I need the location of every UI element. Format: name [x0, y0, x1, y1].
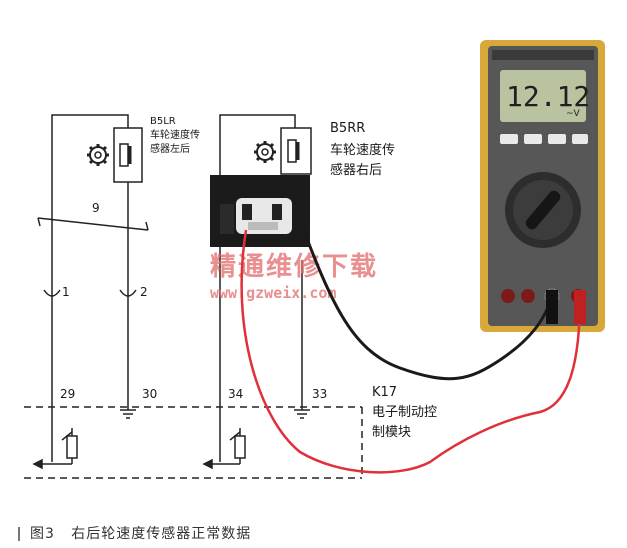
module-name-2: 制模块 [372, 425, 411, 440]
left-sensor-name-2: 感器左后 [150, 142, 190, 155]
left-pins [43, 289, 137, 462]
red-probe-plug [574, 290, 586, 324]
module-internal-right [202, 428, 246, 470]
figure-caption: 图3 右后轮速度传感器正常数据 [18, 523, 251, 543]
watermark-text: 精通维修下载 [210, 251, 378, 282]
multimeter-reading: 12.12 [506, 80, 590, 113]
right-sensor-name-2: 感器右后 [330, 162, 382, 178]
caption-figure-number: 图3 [30, 526, 55, 542]
multimeter-dial[interactable] [505, 172, 581, 248]
module-box [24, 406, 363, 479]
terminal-29: 29 [60, 387, 75, 401]
terminal-30: 30 [142, 387, 157, 401]
left-sensor-gear-icon [87, 144, 109, 166]
left-sensor-name-1: 车轮速度传 [150, 128, 200, 141]
module-code: K17 [372, 385, 397, 400]
pin-2: 2 [140, 285, 148, 299]
pin-1: 1 [62, 285, 70, 299]
module-internal-left [32, 428, 78, 470]
left-sensor-circuit [51, 114, 143, 300]
connector-number: 9 [92, 201, 100, 215]
ground-33 [294, 409, 310, 419]
watermark-url: www.gzweix.com [210, 284, 336, 302]
ground-30 [120, 409, 136, 419]
caption-text: 右后轮速度传感器正常数据 [71, 526, 252, 542]
red-probe-wire [240, 229, 582, 474]
right-sensor-gear-icon [254, 141, 276, 163]
multimeter-unit: ~V [566, 109, 581, 119]
black-probe-wire [294, 209, 554, 381]
multimeter-display [500, 70, 586, 122]
module-name-1: 电子制动控 [372, 405, 437, 420]
black-probe-plug [546, 290, 558, 324]
right-sensor-name-1: 车轮速度传 [330, 142, 395, 158]
connector-photo [210, 175, 310, 247]
caption-bar [18, 527, 20, 541]
multimeter-buttons[interactable] [500, 134, 588, 144]
connector-line [37, 217, 149, 231]
terminal-33: 33 [312, 387, 327, 401]
right-sensor-circuit [219, 114, 312, 462]
right-sensor-code: B5RR [330, 121, 365, 136]
terminal-34: 34 [228, 387, 243, 401]
left-sensor-code: B5LR [150, 116, 176, 127]
multimeter: 12.12 ~V [480, 40, 605, 332]
